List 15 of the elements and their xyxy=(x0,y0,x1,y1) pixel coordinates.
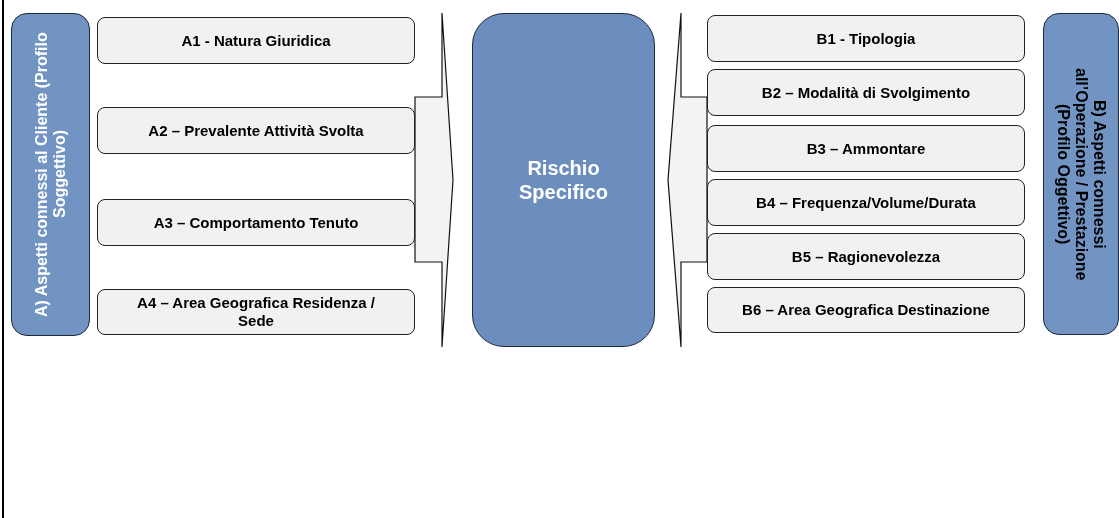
factor-box: A1 - Natura Giuridica xyxy=(97,17,415,64)
factor-box: B4 – Frequenza/Volume/Durata xyxy=(707,179,1025,226)
block-arrow xyxy=(667,12,708,348)
factor-box: B2 – Modalità di Svolgimento xyxy=(707,69,1025,116)
factor-box: B1 - Tipologia xyxy=(707,15,1025,62)
factor-box: B5 – Ragionevolezza xyxy=(707,233,1025,280)
factor-box: B3 – Ammontare xyxy=(707,125,1025,172)
factor-box: A2 – Prevalente Attività Svolta xyxy=(97,107,415,154)
factor-box: A4 – Area Geografica Residenza / Sede xyxy=(97,289,415,335)
factor-box: B6 – Area Geografica Destinazione xyxy=(707,287,1025,333)
block-arrow xyxy=(414,12,454,348)
category-band: B) Aspetti connessi all’Operazione / Prestazione (Profilo Oggettivo) xyxy=(1043,13,1119,335)
category-band: A) Aspetti connessi al Cliente (Profilo Soggettivo) xyxy=(11,13,90,336)
center-box: Rischio Specifico xyxy=(472,13,655,347)
factor-box: A3 – Comportamento Tenuto xyxy=(97,199,415,246)
